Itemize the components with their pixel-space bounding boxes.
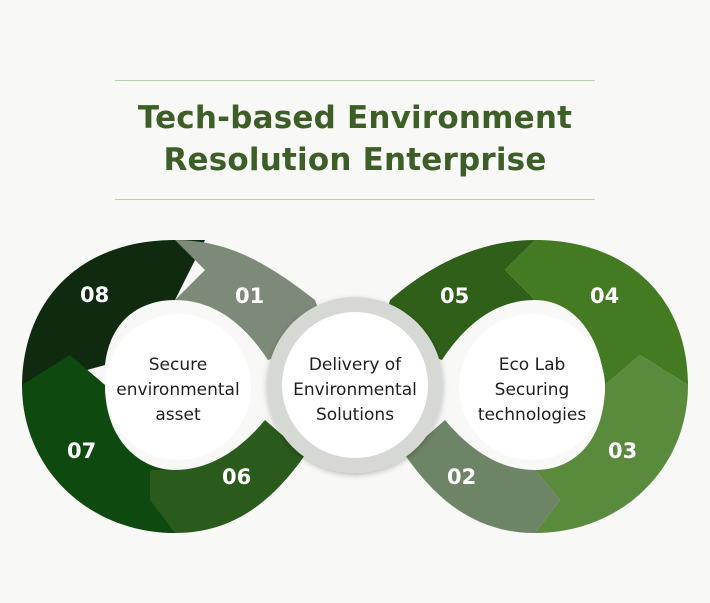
segment-04 <box>505 240 688 385</box>
right-inner-circle <box>459 314 605 460</box>
segment-03 <box>535 355 688 533</box>
center-label-line-3: Solutions <box>316 405 394 425</box>
segment-number-05: 05 <box>440 284 469 308</box>
segment-number-02: 02 <box>447 465 476 489</box>
segment-number-07: 07 <box>67 439 96 463</box>
right-label-line-1: Eco Lab <box>499 355 566 375</box>
segment-02 <box>405 420 560 533</box>
right-label-line-2: Securing <box>495 380 570 400</box>
title-top-rule <box>115 80 595 81</box>
left-label-line-3: asset <box>155 405 201 425</box>
title-line-2: Resolution Enterprise <box>163 142 547 178</box>
segment-06 <box>150 420 305 533</box>
segment-number-01: 01 <box>235 284 264 308</box>
page-title: Tech-based Environment Resolution Enterp… <box>0 97 710 181</box>
segment-number-03: 03 <box>608 439 637 463</box>
center-label-line-2: Environmental <box>293 380 417 400</box>
title-line-1: Tech-based Environment <box>137 100 573 136</box>
center-hub <box>282 312 428 458</box>
center-label-line-1: Delivery of <box>309 355 402 375</box>
left-inner-circle <box>105 314 251 460</box>
title-bottom-rule <box>115 199 595 200</box>
segment-number-08: 08 <box>80 283 109 307</box>
right-label-line-3: technologies <box>478 405 587 425</box>
segment-08 <box>22 240 205 388</box>
segment-number-06: 06 <box>222 465 251 489</box>
left-label-line-1: Secure <box>149 355 207 375</box>
segment-07 <box>22 355 175 533</box>
left-label-line-2: environmental <box>116 380 239 400</box>
segment-number-04: 04 <box>590 284 619 308</box>
